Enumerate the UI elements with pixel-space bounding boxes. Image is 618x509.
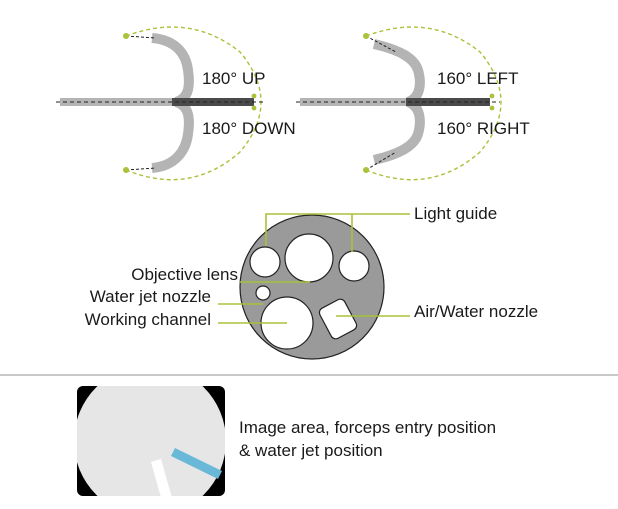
image-circle [77,386,225,496]
marker-dot-up [123,33,129,39]
label-working-channel: Working channel [85,310,211,329]
light-guide-right [338,250,370,282]
forceps-entry-marker [151,459,172,496]
water-jet-nozzle [255,285,271,301]
distal-tip-cross-section: Light guide Objective lens Water jet noz… [85,204,538,360]
label-air-water-nozzle: Air/Water nozzle [414,302,538,321]
objective-lens [284,233,334,283]
label-objective-lens: Objective lens [131,265,238,284]
bent-tip-left [372,39,425,107]
marker-dot-axis-b [251,105,257,111]
image-area-caption-line1: Image area, forceps entry position [239,418,496,437]
tip-end-dash-left [365,35,397,53]
image-area-caption-line2: & water jet position [239,441,383,460]
air-water-nozzle [318,298,358,340]
image-area-thumbnail: Image area, forceps entry position & wat… [77,386,496,496]
label-180-down: 180° DOWN [202,119,296,138]
label-water-jet-nozzle: Water jet nozzle [90,287,211,306]
marker-dot-left [363,33,369,39]
tip-end-dash-down [125,167,157,171]
bent-tip-down [151,97,194,173]
marker-dot-axis-a [251,93,257,99]
marker-dot-axis-d [489,105,495,111]
marker-dot-down [123,167,129,173]
marker-dot-axis-c [489,93,495,99]
tip-end-dash-up [125,35,157,39]
label-180-up: 180° UP [202,69,266,88]
water-jet-marker [171,448,222,479]
bending-diagram-up-down: 180° UP 180° DOWN [56,26,296,181]
bent-tip-right [372,97,425,165]
bent-tip-up [151,33,194,107]
label-160-right: 160° RIGHT [437,119,530,138]
bending-section-dark-2 [406,98,490,106]
label-light-guide: Light guide [414,204,497,223]
leader-light-guide [265,213,410,246]
light-guide-left [249,246,281,278]
label-160-left: 160° LEFT [437,69,518,88]
tip-end-dash-right [365,151,397,171]
bending-arc-left-right [365,26,502,181]
marker-dot-right [363,167,369,173]
bending-diagram-left-right: 160° LEFT 160° RIGHT [296,26,530,181]
